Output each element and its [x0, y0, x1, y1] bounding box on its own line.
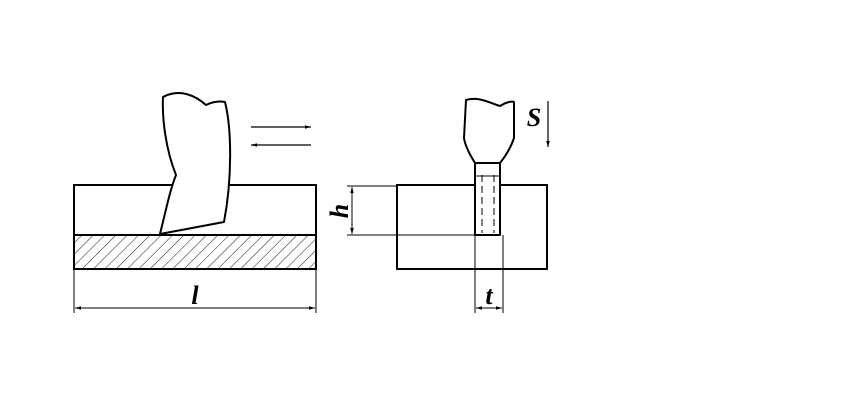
dimension-l-label: l [191, 281, 199, 310]
front-view: S h t [325, 97, 550, 313]
hatched-layer [73, 234, 317, 270]
side-view: l [73, 92, 317, 313]
dimension-t-label: t [485, 281, 493, 310]
cutting-tool-side [159, 92, 232, 235]
feed-label: S [527, 103, 541, 132]
dimension-h-label: h [325, 204, 354, 218]
workpiece-front-block [396, 184, 548, 270]
cutting-tool-front [463, 97, 515, 236]
